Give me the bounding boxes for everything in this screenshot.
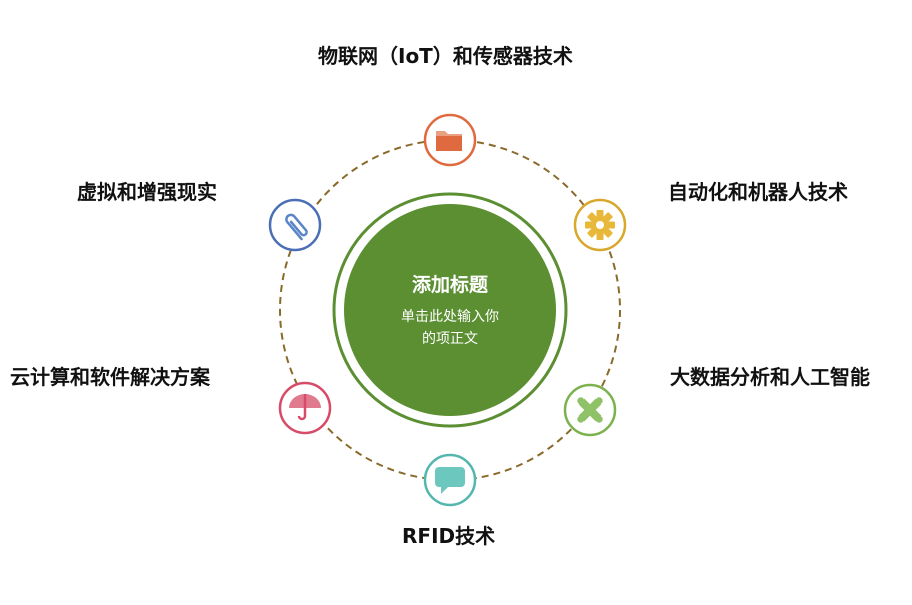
center-body-line-1: 单击此处输入你 <box>401 309 499 325</box>
center-body-line-2: 的项正文 <box>422 331 478 347</box>
chat-bubble-icon <box>435 467 465 494</box>
label-rfid: RFID技术 <box>402 524 496 548</box>
folder-icon <box>436 131 462 151</box>
center-title: 添加标题 <box>411 274 488 296</box>
puzzle-icon <box>577 397 603 423</box>
node-iot <box>423 113 477 167</box>
node-cloud <box>278 381 332 435</box>
center-circle <box>344 204 556 416</box>
label-automation: 自动化和机器人技术 <box>668 180 848 204</box>
gear-icon <box>585 210 615 240</box>
node-vr <box>268 198 322 252</box>
center-body: 单击此处输入你 的项正文 <box>360 306 540 350</box>
node-bigdata <box>563 383 617 437</box>
node-automation <box>573 198 627 252</box>
label-iot: 物联网（IoT）和传感器技术 <box>318 44 573 68</box>
label-vr: 虚拟和增强现实 <box>77 180 217 204</box>
paperclip-icon <box>285 213 308 241</box>
label-bigdata: 大数据分析和人工智能 <box>670 365 870 389</box>
umbrella-icon <box>289 394 321 421</box>
node-rfid <box>423 453 477 507</box>
label-cloud: 云计算和软件解决方案 <box>10 365 210 389</box>
